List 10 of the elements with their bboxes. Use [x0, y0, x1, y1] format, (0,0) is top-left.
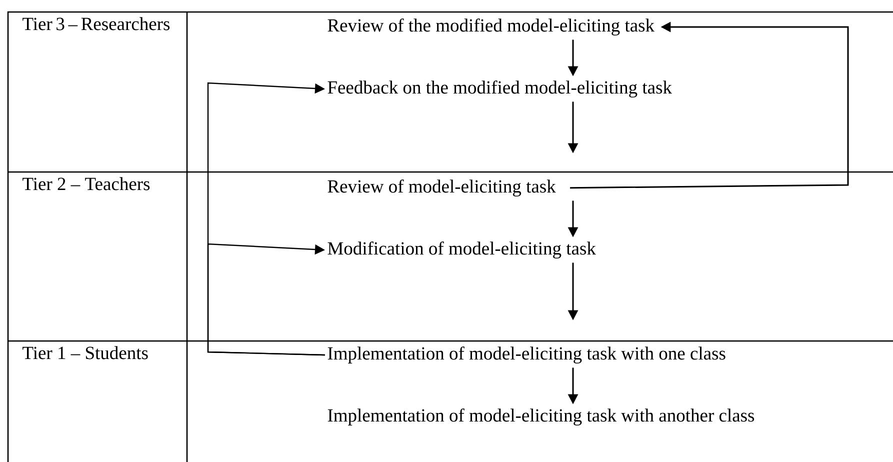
step-text: Modification of model-eliciting task — [328, 241, 596, 258]
tier-label: Tier 2 – Teachers — [22, 177, 150, 190]
step-text: Implementation of model-eliciting task with another class — [328, 408, 754, 426]
tier-label: Tier 1 – Students — [22, 346, 148, 360]
step-text: Implementation of model-eliciting task with one class — [328, 346, 726, 364]
step-text: Review of the modified model-eliciting task — [328, 18, 655, 36]
step-text: Feedback on the modified model-eliciting task — [328, 80, 672, 98]
return-arrow — [207, 243, 326, 356]
step-text: Review of model-eliciting task — [328, 179, 556, 196]
tier-label: Tier 3 – Researchers — [22, 17, 170, 30]
